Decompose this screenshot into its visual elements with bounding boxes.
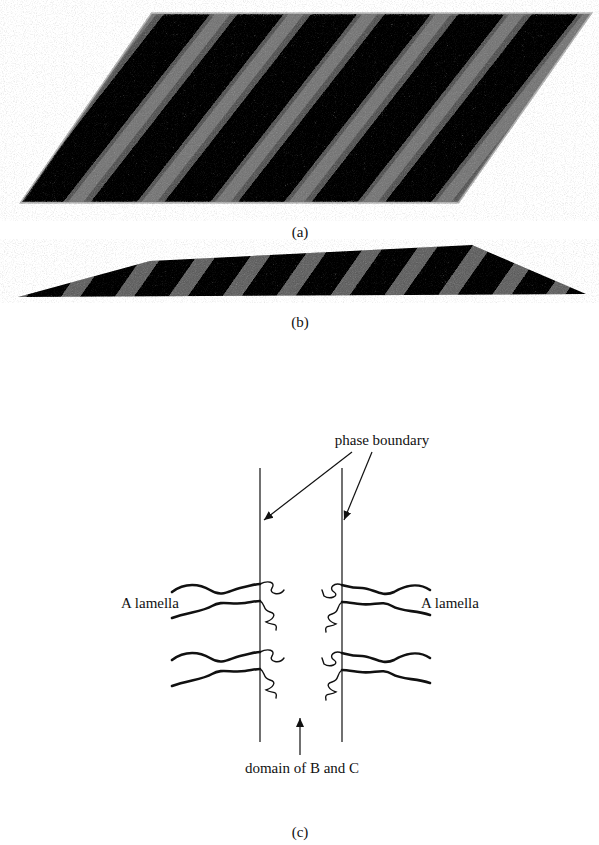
leader-arrow [344,452,372,520]
leader-arrow [264,452,352,520]
phase-boundary-line [341,468,342,742]
region-label: A lamella [421,595,479,612]
callout-label: phase boundary [335,432,430,449]
panel-label: (c) [292,824,309,841]
lamellar-film [22,14,590,202]
panel-label: (a) [292,224,309,241]
callout-label: domain of B and C [245,760,359,777]
panel-label: (b) [291,314,309,331]
b-c-blocks [260,582,342,700]
region-label: A lamella [121,595,179,612]
polymer-chains [172,584,430,686]
lamellar-film-edge [18,245,586,297]
phase-boundary-line [259,468,260,742]
leader-arrow [299,718,300,755]
